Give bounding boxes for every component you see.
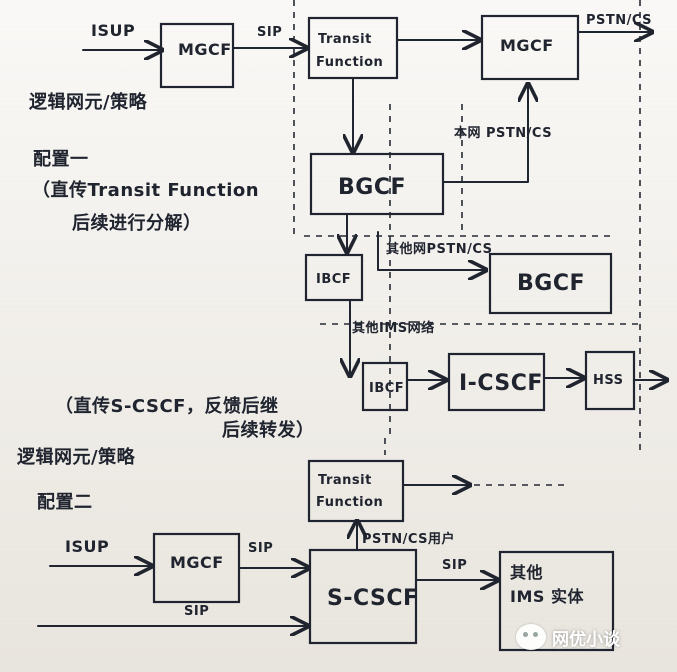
bottom-ibcf-label: IBCF xyxy=(369,381,404,396)
bottom-sip-top-label: SIP xyxy=(248,541,273,556)
top-note-line2: 配置一 xyxy=(33,149,89,170)
scscf-box xyxy=(308,548,418,645)
top-right-mgcf-box xyxy=(480,14,580,81)
bottom-isup-label: ISUP xyxy=(65,537,109,556)
bottom-note-line1: （直传S-CSCF，反馈后继 xyxy=(55,395,278,417)
bottom-transit-label-line2: Function xyxy=(316,495,383,510)
bgcf-to-mgcf-arrow xyxy=(442,86,528,183)
bgcf-to-right-bgcf-arrow xyxy=(377,231,484,270)
top-note-line1: 逻辑网元/策略 xyxy=(29,91,148,113)
bottom-transit-label-line1: Transit xyxy=(318,473,372,488)
bottom-note-line4: 配置二 xyxy=(37,492,93,513)
top-transit-label-line2: Function xyxy=(316,55,383,70)
top-right-bgcf-box xyxy=(488,252,613,315)
hss-label: HSS xyxy=(593,373,624,388)
icscf-box xyxy=(447,352,546,412)
icscf-label: I-CSCF xyxy=(459,371,543,396)
pstn-cs-user-label: PSTN/CS用户 xyxy=(362,531,455,547)
top-transit-label-line1: Transit xyxy=(318,32,372,47)
top-sip-label: SIP xyxy=(257,25,282,40)
bottom-transit-function-box xyxy=(307,459,405,523)
other-network-pstn-label: 其他网PSTN/CS xyxy=(386,241,493,257)
watermark-text: 网优小谈 xyxy=(552,629,620,650)
bottom-note-line2: 后续转发） xyxy=(222,419,315,441)
top-bgcf-label: BGCF xyxy=(338,175,406,200)
local-network-pstn-label: 本网 PSTN/CS xyxy=(454,125,552,141)
bottom-ibcf-box xyxy=(361,361,409,412)
watermark: 网优小谈 xyxy=(516,620,656,654)
top-right-bgcf-label: BGCF xyxy=(517,271,585,296)
top-mgcf-box xyxy=(159,22,235,89)
other-ims-entity-label-line1: 其他 xyxy=(510,563,543,582)
top-note-line4: 后续进行分解） xyxy=(72,212,202,234)
bottom-note-line3: 逻辑网元/策略 xyxy=(17,446,136,468)
bottom-mgcf-label: MGCF xyxy=(170,553,224,572)
top-right-mgcf-label: MGCF xyxy=(500,36,554,55)
bottom-sip-bottom-label: SIP xyxy=(184,604,209,619)
top-left-ibcf-label: IBCF xyxy=(316,272,351,287)
top-isup-label: ISUP xyxy=(91,21,135,40)
other-ims-entity-label-line2: IMS 实体 xyxy=(510,587,584,606)
top-pstn-cs-label: PSTN/CS xyxy=(586,13,652,28)
top-left-ibcf-box xyxy=(304,253,364,302)
scscf-label: S-CSCF xyxy=(327,586,419,611)
wechat-icon xyxy=(516,624,546,650)
bottom-sip-right-label: SIP xyxy=(442,558,467,573)
top-mgcf-label: MGCF xyxy=(178,40,232,59)
top-bgcf-box xyxy=(309,152,445,216)
other-ims-entity-box xyxy=(498,550,615,652)
other-ims-network-label: 其他IMS网络 xyxy=(352,320,435,336)
top-note-line3: （直传Transit Function xyxy=(32,179,259,201)
